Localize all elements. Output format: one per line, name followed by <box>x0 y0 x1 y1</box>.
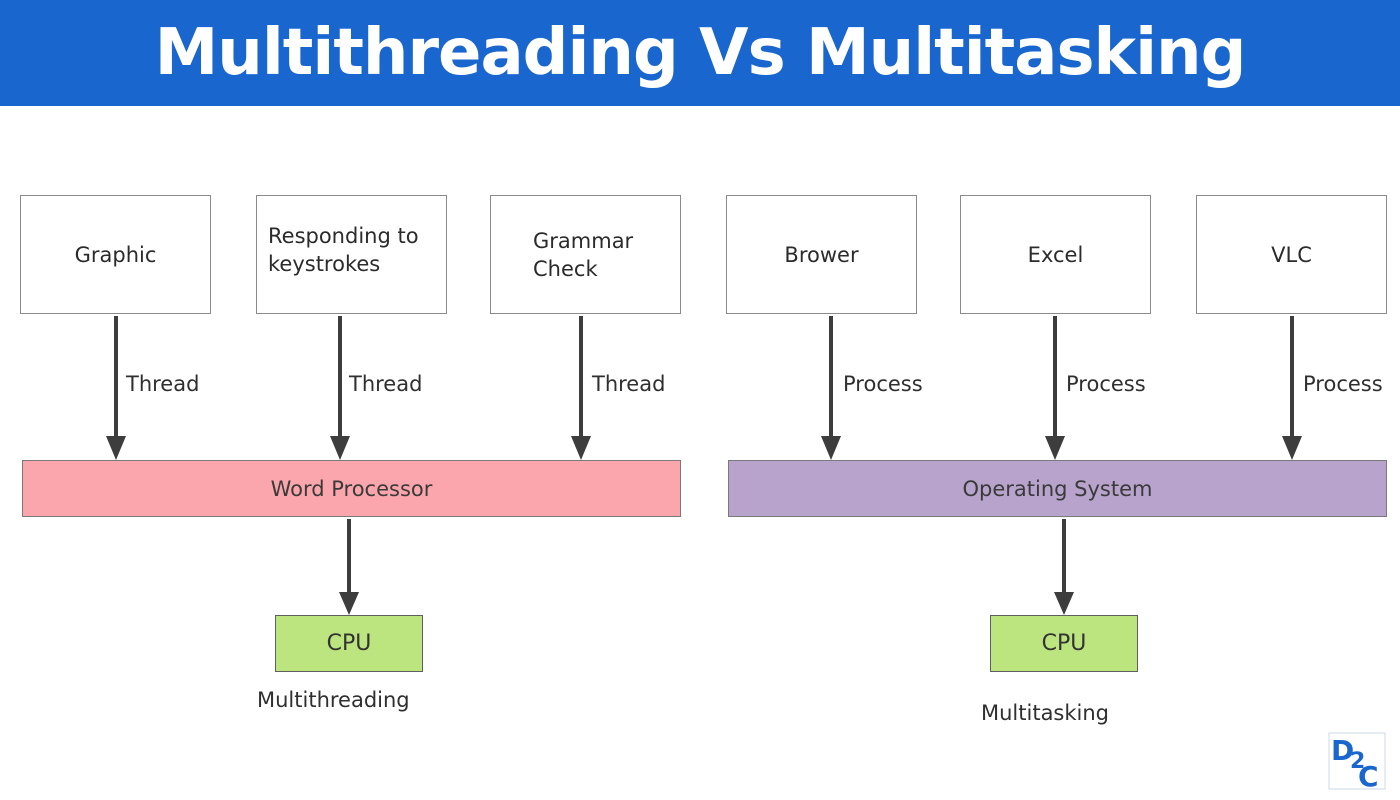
process-label-1: Process <box>843 372 923 396</box>
excel-label: Excel <box>1027 242 1084 267</box>
graphic-box: Graphic <box>20 195 211 314</box>
vlc-box: VLC <box>1196 195 1387 314</box>
keystrokes-box: Responding to keystrokes <box>256 195 447 314</box>
cpu-box-multithreading: CPU <box>275 615 423 672</box>
process-label-2: Process <box>1066 372 1146 396</box>
vlc-label: VLC <box>1271 242 1312 267</box>
cpu-label: CPU <box>326 631 372 656</box>
title-banner: Multithreading Vs Multitasking <box>0 0 1400 106</box>
d2c-logo: D 2 C <box>1328 732 1386 790</box>
thread-label-2: Thread <box>349 372 423 396</box>
word-processor-bar: Word Processor <box>22 460 681 517</box>
svg-text:D: D <box>1331 734 1354 767</box>
page-title: Multithreading Vs Multitasking <box>154 16 1247 90</box>
keystrokes-label: Responding to keystrokes <box>268 224 419 276</box>
graphic-label: Graphic <box>74 242 157 267</box>
thread-label-3: Thread <box>592 372 666 396</box>
thread-label-1: Thread <box>126 372 200 396</box>
grammar-check-label: Grammar Check <box>533 229 634 281</box>
word-processor-label: Word Processor <box>270 476 433 501</box>
operating-system-label: Operating System <box>962 476 1153 501</box>
multitasking-caption: Multitasking <box>981 701 1110 725</box>
browser-box: Brower <box>726 195 917 314</box>
cpu-label: CPU <box>1041 631 1087 656</box>
multithreading-caption: Multithreading <box>257 688 410 712</box>
browser-label: Brower <box>784 242 859 267</box>
process-label-3: Process <box>1303 372 1383 396</box>
cpu-box-multitasking: CPU <box>990 615 1138 672</box>
operating-system-bar: Operating System <box>728 460 1387 517</box>
excel-box: Excel <box>960 195 1151 314</box>
svg-text:2: 2 <box>1350 749 1365 774</box>
grammar-check-box: Grammar Check <box>490 195 681 314</box>
svg-text:C: C <box>1358 760 1379 790</box>
